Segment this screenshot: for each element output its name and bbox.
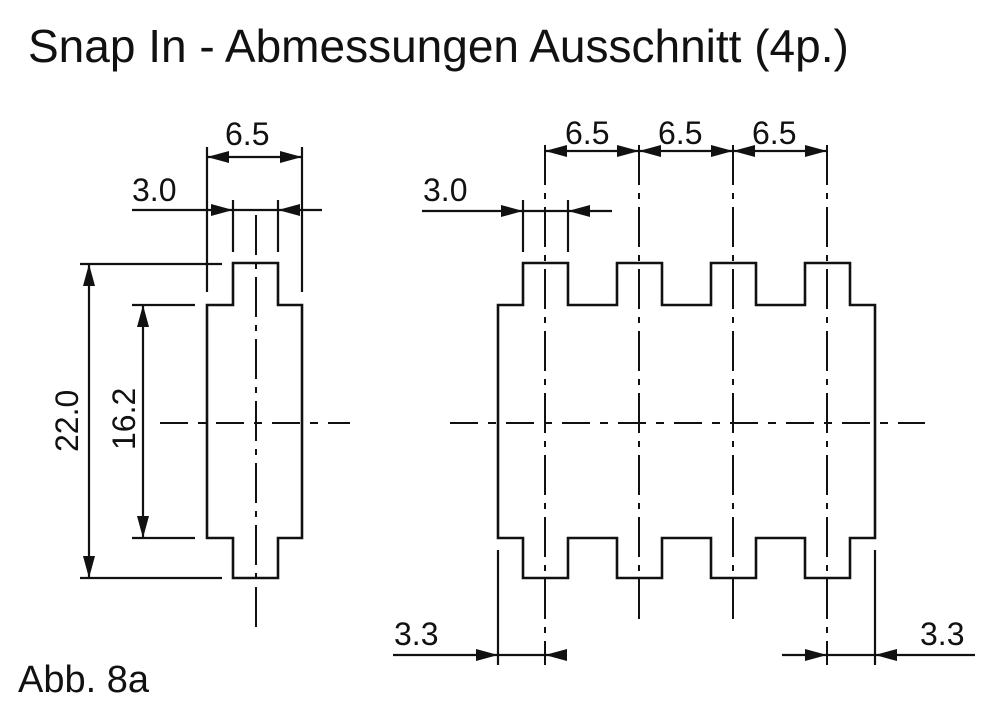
left-cutout-outline bbox=[205, 261, 304, 580]
arrow-icon bbox=[805, 649, 827, 661]
right-view: 6.5 6.5 6.5 3.0 3.3 3.3 bbox=[393, 115, 975, 665]
right-cutout-outline bbox=[496, 261, 877, 580]
arrow-icon bbox=[137, 516, 149, 538]
arrow-icon bbox=[211, 204, 233, 216]
dim-body-height: 16.2 bbox=[106, 388, 142, 450]
arrow-icon bbox=[476, 649, 498, 661]
arrow-icon bbox=[83, 264, 95, 286]
left-view: 6.5 3.0 22.0 16.2 bbox=[49, 116, 350, 630]
arrow-icon bbox=[137, 305, 149, 327]
arrow-icon bbox=[617, 145, 639, 157]
arrow-icon bbox=[711, 145, 733, 157]
dim-pitch-2: 6.5 bbox=[658, 115, 702, 151]
dim-edge-left: 3.3 bbox=[394, 616, 438, 652]
arrow-icon bbox=[733, 145, 755, 157]
arrow-icon bbox=[568, 205, 590, 217]
arrow-icon bbox=[639, 145, 661, 157]
arrow-icon bbox=[278, 204, 300, 216]
arrow-icon bbox=[805, 145, 827, 157]
arrow-icon bbox=[83, 556, 95, 578]
dim-left-tab-width: 3.0 bbox=[132, 172, 176, 208]
dim-pitch-1: 6.5 bbox=[565, 115, 609, 151]
dim-edge-right: 3.3 bbox=[920, 616, 964, 652]
dim-pitch-3: 6.5 bbox=[752, 115, 796, 151]
arrow-icon bbox=[501, 205, 523, 217]
arrow-icon bbox=[875, 649, 897, 661]
arrow-icon bbox=[280, 151, 302, 163]
dim-right-tab-width: 3.0 bbox=[423, 172, 467, 208]
arrow-icon bbox=[207, 151, 229, 163]
dim-left-pitch: 6.5 bbox=[225, 116, 269, 152]
drawing-title: Snap In - Abmessungen Ausschnitt (4p.) bbox=[28, 20, 849, 72]
figure-caption: Abb. 8a bbox=[18, 659, 150, 701]
dim-overall-height: 22.0 bbox=[49, 390, 85, 452]
arrow-icon bbox=[545, 145, 567, 157]
arrow-icon bbox=[545, 649, 567, 661]
